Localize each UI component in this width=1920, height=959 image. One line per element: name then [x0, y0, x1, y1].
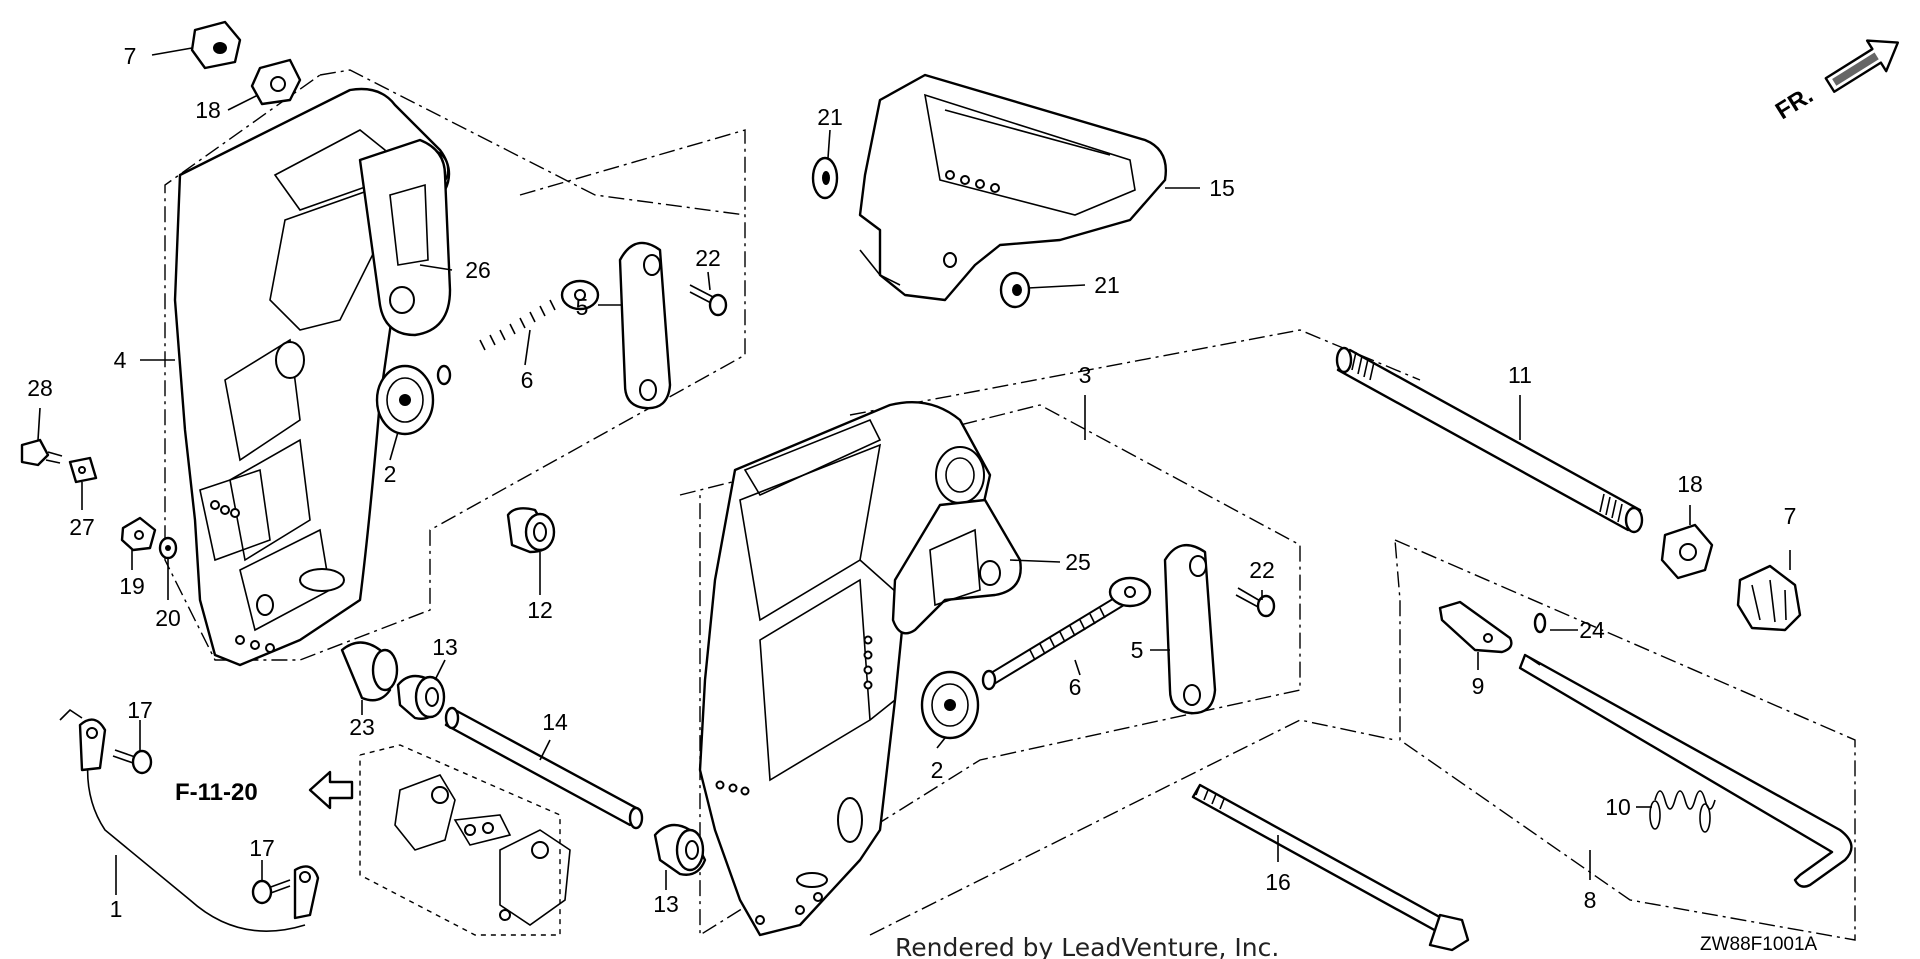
nut-right: [1660, 523, 1714, 580]
callout-26: 26: [465, 257, 491, 283]
lower-bracket-sketch: [394, 774, 571, 926]
clip-24: [1533, 612, 1547, 634]
tilt-washer-lower: [920, 670, 980, 740]
footer-credit: Rendered by LeadVenture, Inc.: [895, 933, 1279, 959]
front-arrow-icon: [1824, 39, 1900, 93]
washer-20: [158, 536, 178, 560]
callout-4: 4: [114, 347, 127, 373]
callout-2: 2: [931, 757, 944, 783]
bushing-23: [340, 641, 399, 702]
callout-9: 9: [1472, 673, 1485, 699]
collar-13-lower: [653, 823, 707, 876]
top-cover: [858, 73, 1167, 302]
assembly-outline-right: [679, 329, 1856, 941]
callout-7: 7: [1784, 503, 1797, 529]
long-bolt-16: [1191, 783, 1470, 952]
callout-13: 13: [432, 634, 458, 660]
callout-20: 20: [155, 605, 181, 631]
front-marker-label: FR.: [1771, 82, 1818, 125]
bracket-outline-lower: [359, 744, 561, 936]
callout-17: 17: [127, 697, 153, 723]
tilt-rod: [1518, 653, 1853, 888]
callout-16: 16: [1265, 869, 1291, 895]
callout-28: 28: [27, 375, 53, 401]
bushing-12: [506, 507, 556, 554]
callout-25: 25: [1065, 549, 1091, 575]
callout-18: 18: [1677, 471, 1703, 497]
callout-27: 27: [69, 514, 95, 540]
stern-bracket-right: [698, 401, 992, 937]
square-nut-27: [68, 456, 98, 484]
bolt-upper: [689, 284, 728, 317]
callout-5: 5: [1131, 637, 1144, 663]
bolt-17-upper: [112, 749, 153, 775]
nut-upper: [250, 58, 302, 106]
washer-21-lower: [999, 271, 1031, 309]
reference-label: F-11-20: [175, 779, 258, 806]
callout-6: 6: [521, 367, 534, 393]
tilt-lever: [1438, 600, 1513, 654]
callout-19: 19: [119, 573, 145, 599]
cap-nut-upper: [190, 20, 242, 70]
callout-10: 10: [1605, 794, 1631, 820]
assembly-outline-left: [164, 69, 746, 661]
callout-2: 2: [384, 461, 397, 487]
ground-cable: [59, 708, 320, 932]
callout-22: 22: [1249, 557, 1275, 583]
callout-7: 7: [124, 43, 137, 69]
callout-11: 11: [1508, 362, 1532, 388]
tilt-washer-upper: [375, 364, 435, 436]
callout-13: 13: [653, 891, 679, 917]
nut-19: [120, 516, 157, 552]
bolt-17-lower: [251, 879, 291, 905]
callout-21: 21: [1094, 272, 1120, 298]
reference-arrow-icon: [308, 770, 354, 810]
callout-8: 8: [1584, 887, 1597, 913]
bolt-28: [20, 438, 63, 467]
callout-14: 14: [542, 709, 568, 735]
pin-14: [444, 706, 644, 830]
link-plate-upper: [618, 241, 672, 410]
callout-1: 1: [110, 896, 123, 922]
callout-3: 3: [1079, 362, 1092, 388]
washer-21-upper: [811, 156, 839, 200]
callout-18: 18: [195, 97, 221, 123]
bracket-tab-left: [358, 138, 452, 337]
spring-10: [1649, 790, 1716, 833]
tilt-shaft: [1335, 346, 1644, 534]
adjusting-rod-upper: [436, 279, 600, 386]
callout-6: 6: [1069, 674, 1082, 700]
callout-22: 22: [695, 245, 721, 271]
callout-21: 21: [817, 104, 843, 130]
collar-13-upper: [396, 674, 446, 720]
callout-12: 12: [527, 597, 553, 623]
cap-nut-right: [1736, 564, 1802, 632]
bolt-lower: [1235, 587, 1276, 618]
link-plate-lower: [1163, 543, 1217, 715]
callout-15: 15: [1209, 175, 1235, 201]
callout-17: 17: [249, 835, 275, 861]
callout-numbers: 7 18 4 26 6 5 22 2 21 15 21 28 27 19 20 …: [27, 43, 1796, 922]
diagram-code: ZW88F1001A: [1700, 934, 1818, 955]
bracket-tab-right: [891, 498, 1022, 635]
callout-23: 23: [349, 714, 375, 740]
callout-5: 5: [576, 294, 589, 320]
leader-lines: [37, 47, 1791, 895]
callout-24: 24: [1579, 617, 1605, 643]
adjusting-rod-lower: [981, 576, 1152, 691]
